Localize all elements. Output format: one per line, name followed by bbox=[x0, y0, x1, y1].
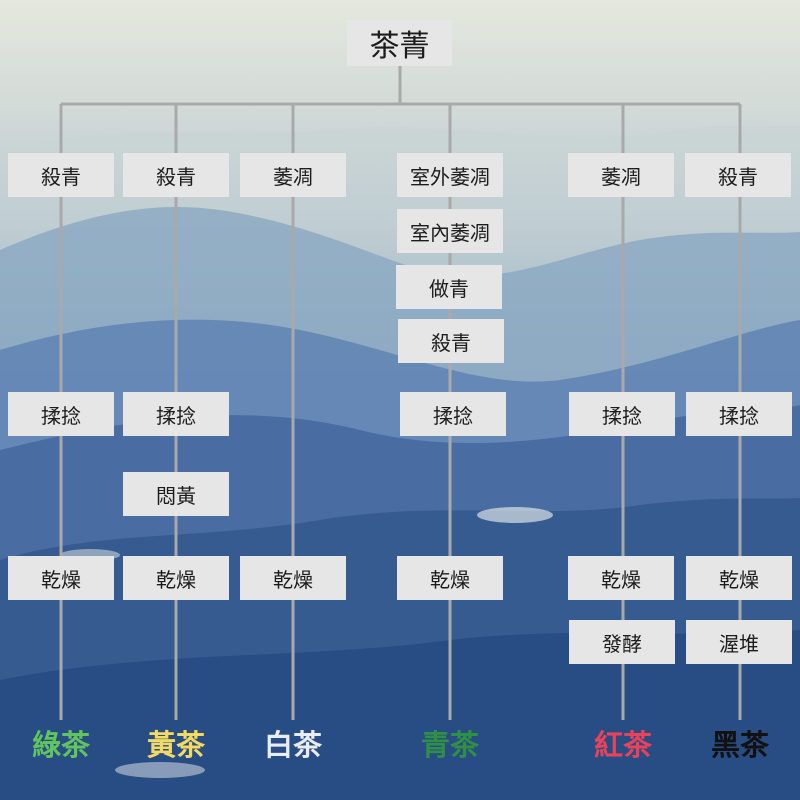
process-step: 室外萎凋 bbox=[397, 153, 503, 197]
process-step: 乾燥 bbox=[568, 556, 674, 600]
root-label: 茶菁 bbox=[369, 29, 430, 64]
process-step: 萎凋 bbox=[240, 153, 346, 197]
process-step: 揉捻 bbox=[686, 392, 792, 436]
tea-type-label: 黃茶 bbox=[146, 728, 205, 762]
process-step-label: 室外萎凋 bbox=[410, 164, 490, 189]
tea-type-label: 綠茶 bbox=[31, 728, 90, 762]
process-step-label: 室內萎凋 bbox=[410, 220, 490, 245]
root-node: 茶菁 bbox=[347, 20, 452, 66]
process-step: 揉捻 bbox=[123, 392, 229, 436]
process-step: 做青 bbox=[396, 265, 502, 309]
process-step: 悶黃 bbox=[123, 472, 229, 516]
process-step: 萎凋 bbox=[568, 153, 674, 197]
process-step-label: 萎凋 bbox=[273, 164, 313, 189]
process-step-label: 殺青 bbox=[41, 164, 81, 189]
process-step: 揉捻 bbox=[569, 392, 675, 436]
process-step: 殺青 bbox=[685, 153, 791, 197]
process-step-label: 悶黃 bbox=[156, 483, 196, 508]
process-step-label: 乾燥 bbox=[273, 567, 313, 592]
process-step-label: 殺青 bbox=[156, 164, 196, 189]
process-step-label: 揉捻 bbox=[41, 403, 81, 428]
process-step: 乾燥 bbox=[240, 556, 346, 600]
process-step: 殺青 bbox=[123, 153, 229, 197]
process-step-label: 揉捻 bbox=[156, 403, 196, 428]
process-step: 渥堆 bbox=[686, 620, 792, 664]
process-step: 乾燥 bbox=[686, 556, 792, 600]
process-step-label: 渥堆 bbox=[719, 631, 759, 656]
process-step: 室內萎凋 bbox=[397, 209, 503, 253]
process-step-label: 乾燥 bbox=[430, 567, 470, 592]
process-step-label: 揉捻 bbox=[602, 403, 642, 428]
process-step-label: 乾燥 bbox=[719, 567, 759, 592]
tea-type-label: 紅茶 bbox=[593, 728, 652, 762]
process-step-label: 殺青 bbox=[431, 330, 471, 355]
process-step: 揉捻 bbox=[8, 392, 114, 436]
tea-type-label: 黑茶 bbox=[710, 728, 769, 762]
process-step-label: 發酵 bbox=[602, 631, 642, 656]
process-step-label: 殺青 bbox=[718, 164, 758, 189]
process-step-label: 乾燥 bbox=[41, 567, 81, 592]
process-step: 殺青 bbox=[8, 153, 114, 197]
process-step-label: 做青 bbox=[429, 276, 469, 301]
process-step: 乾燥 bbox=[123, 556, 229, 600]
process-step-label: 乾燥 bbox=[601, 567, 641, 592]
process-step-label: 揉捻 bbox=[433, 403, 473, 428]
process-step-label: 揉捻 bbox=[719, 403, 759, 428]
process-step: 乾燥 bbox=[397, 556, 503, 600]
process-step-label: 乾燥 bbox=[156, 567, 196, 592]
process-step: 揉捻 bbox=[400, 392, 506, 436]
tea-type-label: 青茶 bbox=[420, 728, 479, 762]
process-step: 殺青 bbox=[398, 319, 504, 363]
process-step-label: 萎凋 bbox=[601, 164, 641, 189]
process-step: 乾燥 bbox=[8, 556, 114, 600]
process-step: 發酵 bbox=[569, 620, 675, 664]
tea-type-label: 白茶 bbox=[263, 728, 322, 762]
